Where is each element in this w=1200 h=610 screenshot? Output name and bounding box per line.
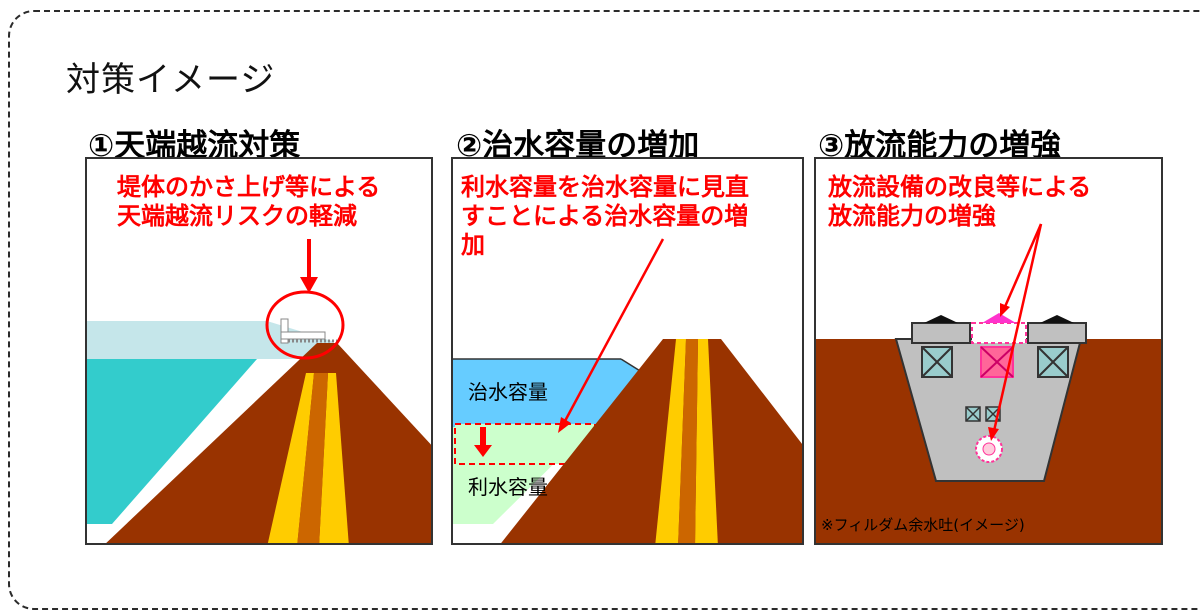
raised-parapet-base: [280, 331, 326, 340]
water-use-capacity-label: 利水容量: [468, 475, 548, 499]
dam-filter-right: [319, 373, 349, 543]
panel-1-caption-line-2: 天端越流リスクの軽減: [117, 202, 357, 230]
dam-core: [297, 373, 328, 543]
arrow-head: [300, 277, 318, 293]
panel-3-caption-line-2: 放流能力の増強: [828, 202, 996, 230]
panel-2-caption-line-3: 加: [461, 231, 485, 259]
down-arrow-head: [474, 445, 492, 457]
spillway-note: ※フィルダム余水吐(イメージ): [821, 516, 1025, 534]
highlight-circle: [265, 290, 345, 360]
flood-capacity-diagram: 治水容量 利水容量: [453, 238, 802, 543]
pointer-arrow-1: [1002, 223, 1043, 310]
improved-gate-top: [971, 322, 1027, 344]
crest-right: [1040, 315, 1074, 323]
panel-1-caption-line-1: 堤体のかさ上げ等による: [117, 173, 381, 201]
pointer-arrow-2: [992, 223, 1043, 432]
panel-2-flood-capacity: 治水容量 利水容量 利水容量を治水容量に見直 すことによる治水容量の増 加: [451, 157, 804, 545]
dam-filter-right: [695, 339, 718, 543]
gate-top-right: [1027, 322, 1087, 344]
dam-filter-left: [267, 373, 314, 543]
reservoir-upper-water: [87, 321, 332, 359]
gate-top-left: [911, 322, 971, 344]
crest-improved: [982, 313, 1016, 323]
pointer-arrow-shaft: [563, 238, 665, 422]
raised-parapet-wall: [280, 318, 289, 344]
panel-2-caption-line-1: 利水容量を治水容量に見直: [461, 173, 749, 201]
panel-3-discharge-capacity: 放流設備の改良等による 放流能力の増強 ※フィルダム余水吐(イメージ): [814, 157, 1163, 545]
panel-3-caption-line-1: 放流設備の改良等による: [828, 173, 1092, 201]
panel-2-caption-line-2: すことによる治水容量の増: [461, 202, 749, 230]
flood-capacity-label: 治水容量: [468, 380, 548, 404]
dam-core: [678, 339, 698, 543]
panel-1-crest-overflow: 堤体のかさ上げ等による 天端越流リスクの軽減: [85, 157, 433, 545]
crest-overflow-diagram: [87, 239, 431, 543]
crest-left: [924, 315, 958, 323]
dam-body: [501, 339, 802, 543]
dam-filter-left: [655, 339, 686, 543]
page-title: 対策イメージ: [66, 60, 276, 100]
dam-body: [106, 343, 431, 543]
discharge-capacity-diagram: [816, 223, 1161, 543]
pointer-arrow-head: [558, 417, 571, 433]
reservoir-water: [87, 359, 257, 524]
